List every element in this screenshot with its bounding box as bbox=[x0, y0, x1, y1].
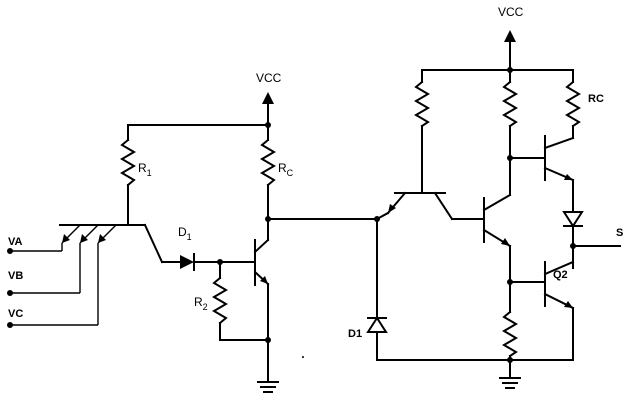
resistor-r2 bbox=[212, 261, 269, 341]
stray-mark bbox=[302, 356, 304, 358]
d1-left-label: D1 bbox=[178, 225, 192, 242]
vcc-right-label: VCC bbox=[498, 5, 524, 19]
input-va-label: VA bbox=[8, 236, 23, 248]
diode-d1-left bbox=[143, 223, 256, 271]
ground-left-icon bbox=[257, 381, 279, 393]
input-vc-label: VC bbox=[8, 308, 23, 320]
resistor-right-b bbox=[502, 69, 518, 196]
r2-label: R2 bbox=[194, 295, 208, 312]
input-emitter-a bbox=[7, 224, 81, 254]
transistor-left-output bbox=[253, 238, 270, 381]
diode-d1-right bbox=[366, 218, 388, 361]
d1-right-label: D1 bbox=[348, 328, 362, 340]
transistor-right-input bbox=[375, 189, 485, 221]
output-s-label: S bbox=[616, 227, 623, 239]
r1-label: R1 bbox=[138, 161, 152, 178]
resistor-rc-left bbox=[260, 124, 276, 241]
resistor-rc-right bbox=[565, 69, 581, 139]
input-vb-label: VB bbox=[8, 270, 23, 282]
input-emitter-b bbox=[7, 224, 99, 296]
transistor-q2 bbox=[509, 260, 575, 361]
vcc-right-terminal bbox=[504, 30, 516, 71]
transistor-phase-splitter bbox=[482, 193, 512, 283]
vcc-left-terminal bbox=[262, 92, 274, 126]
diode-output-series bbox=[562, 211, 584, 269]
transistor-upper-output bbox=[509, 135, 575, 211]
resistor-r1 bbox=[120, 124, 136, 226]
rc-right-label: RC bbox=[588, 93, 604, 105]
ground-right-icon bbox=[499, 377, 521, 389]
vcc-left-label: VCC bbox=[256, 71, 282, 85]
input-emitter-c bbox=[7, 224, 117, 328]
resistor-right-a bbox=[414, 69, 430, 191]
q2-label: Q2 bbox=[553, 269, 568, 281]
rc-left-label: RC bbox=[278, 161, 294, 178]
